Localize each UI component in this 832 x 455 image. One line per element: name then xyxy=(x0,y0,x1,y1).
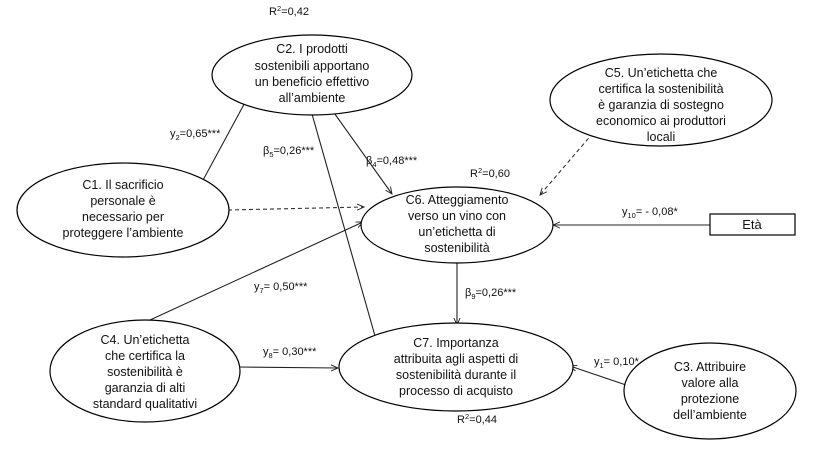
svg-text:protezione: protezione xyxy=(681,392,739,406)
node-text-line: protezione xyxy=(681,392,739,406)
svg-text:dell’ambiente: dell’ambiente xyxy=(673,408,747,422)
svg-text:attribuita agli aspetti di: attribuita agli aspetti di xyxy=(394,352,518,366)
node-text-line: dell’ambiente xyxy=(673,408,747,422)
svg-text:un’etichetta di: un’etichetta di xyxy=(418,225,495,239)
node-text-line: necessario per xyxy=(82,210,164,224)
node-text-line: garanzia di alti xyxy=(105,381,186,395)
arrow-c2-c6 xyxy=(331,109,392,194)
coef-label-c6-c7: β9=0,26*** xyxy=(465,287,517,301)
svg-text:C7. Importanza: C7. Importanza xyxy=(413,336,499,350)
svg-text:necessario per: necessario per xyxy=(82,210,164,224)
svg-text:Età: Età xyxy=(742,217,762,232)
svg-text:economico ai produttori: economico ai produttori xyxy=(596,114,726,128)
node-text-line: C2. I prodotti xyxy=(276,42,348,56)
node-text-line: certifica la sostenibilità xyxy=(598,82,723,96)
node-text-line: C4. Un’etichetta xyxy=(101,333,190,347)
node-c7: C7. Importanza attribuita agli aspetti d… xyxy=(338,322,574,412)
svg-text:C6. Atteggiamento: C6. Atteggiamento xyxy=(406,193,509,207)
node-text-line: un’etichetta di xyxy=(418,225,495,239)
node-text-line: C1. Il sacrificio xyxy=(82,178,163,192)
coef-label-c3-c7: y1= 0,10* xyxy=(594,356,640,370)
coef-label-c1-c2: y2=0,65*** xyxy=(170,128,221,142)
r2-label-c6: R2=0,60 xyxy=(470,166,510,180)
node-c6: C6. Atteggiamento verso un vino con un’e… xyxy=(360,186,554,264)
node-text-line: processo di acquisto xyxy=(399,384,513,398)
svg-text:standard qualitativi: standard qualitativi xyxy=(93,397,197,411)
r2-label-c2: R2=0,42 xyxy=(269,4,309,18)
coef-label-c4-c7: y8= 0,30*** xyxy=(263,346,317,360)
svg-text:C1. Il sacrificio: C1. Il sacrificio xyxy=(82,178,163,192)
svg-text:verso un vino con: verso un vino con xyxy=(408,209,506,223)
node-text-line: proteggere l’ambiente xyxy=(63,226,184,240)
node-c2: C2. I prodotti sostenibili apportano un … xyxy=(211,34,413,116)
node-text-line: standard qualitativi xyxy=(93,397,197,411)
coef-label-c2-c7: β5=0,26*** xyxy=(263,145,315,159)
node-text-line: economico ai produttori xyxy=(596,114,726,128)
node-text-line: C7. Importanza xyxy=(413,336,499,350)
eta-label: Età xyxy=(742,217,762,232)
box-eta: Età xyxy=(709,213,796,236)
node-c4: C4. Un’etichetta che certifica la sosten… xyxy=(49,319,241,423)
node-text-line: sostenibilità è xyxy=(107,365,183,379)
svg-text:proteggere l’ambiente: proteggere l’ambiente xyxy=(63,226,184,240)
connectors xyxy=(149,97,710,386)
node-text-line: C3. Attribuire xyxy=(674,360,746,374)
node-c5: C5. Un’etichetta che certifica la sosten… xyxy=(549,53,773,147)
node-text-line: C6. Atteggiamento xyxy=(406,193,509,207)
arrow-c1-c6 xyxy=(227,207,364,210)
node-text-line: locali xyxy=(647,130,676,144)
svg-text:sostenibili apportano: sostenibili apportano xyxy=(255,59,370,73)
coef-label-c2-c6: β4=0,48*** xyxy=(366,155,418,169)
svg-text:C4. Un’etichetta: C4. Un’etichetta xyxy=(101,333,190,347)
node-text-line: sostenibilità durante il xyxy=(396,368,516,382)
svg-text:all’ambiente: all’ambiente xyxy=(279,91,346,105)
r2-label-c7: R2=0,44 xyxy=(457,412,497,426)
svg-text:un beneficio effettivo: un beneficio effettivo xyxy=(255,75,369,89)
svg-text:C2. I prodotti: C2. I prodotti xyxy=(276,42,348,56)
node-c3: C3. Attribuire valore alla protezione de… xyxy=(623,342,797,440)
svg-text:personale è: personale è xyxy=(90,194,155,208)
svg-text:sostenibilità: sostenibilità xyxy=(424,241,489,255)
node-text-line: è garanzia di sostegno xyxy=(598,98,724,112)
node-text-line: sostenibili apportano xyxy=(255,59,370,73)
node-text-line: verso un vino con xyxy=(408,209,506,223)
svg-text:C3. Attribuire: C3. Attribuire xyxy=(674,360,746,374)
node-text-line: che certifica la xyxy=(105,349,185,363)
arrow-c1-c2 xyxy=(201,97,248,183)
arrow-c5-c6 xyxy=(540,132,594,195)
node-text-line: personale è xyxy=(90,194,155,208)
svg-text:certifica la sostenibilità: certifica la sostenibilità xyxy=(598,82,723,96)
svg-text:è garanzia di sostegno: è garanzia di sostegno xyxy=(598,98,724,112)
arrow-c4-c6 xyxy=(149,221,363,321)
coef-label-c4-c6: y7= 0,50*** xyxy=(254,281,308,295)
svg-text:locali: locali xyxy=(647,130,676,144)
svg-text:processo di acquisto: processo di acquisto xyxy=(399,384,513,398)
svg-text:che certifica la: che certifica la xyxy=(105,349,185,363)
node-text-line: all’ambiente xyxy=(279,91,346,105)
arrow-c4-c7 xyxy=(237,367,338,368)
coef-label-eta-c6: y10= - 0,08* xyxy=(622,206,678,220)
svg-text:C5. Un’etichetta che: C5. Un’etichetta che xyxy=(605,66,718,80)
node-text-line: attribuita agli aspetti di xyxy=(394,352,518,366)
arrow-c3-c7 xyxy=(570,366,627,386)
node-c1: C1. Il sacrificio personale è necessario… xyxy=(16,162,230,258)
svg-text:sostenibilità è: sostenibilità è xyxy=(107,365,183,379)
svg-text:valore alla: valore alla xyxy=(682,376,739,390)
svg-text:garanzia di alti: garanzia di alti xyxy=(105,381,186,395)
node-text-line: C5. Un’etichetta che xyxy=(605,66,718,80)
node-text-line: un beneficio effettivo xyxy=(255,75,369,89)
node-text-line: sostenibilità xyxy=(424,241,489,255)
arrow-c2-c7 xyxy=(311,113,377,343)
node-text-line: valore alla xyxy=(682,376,739,390)
svg-text:sostenibilità durante il: sostenibilità durante il xyxy=(396,368,516,382)
